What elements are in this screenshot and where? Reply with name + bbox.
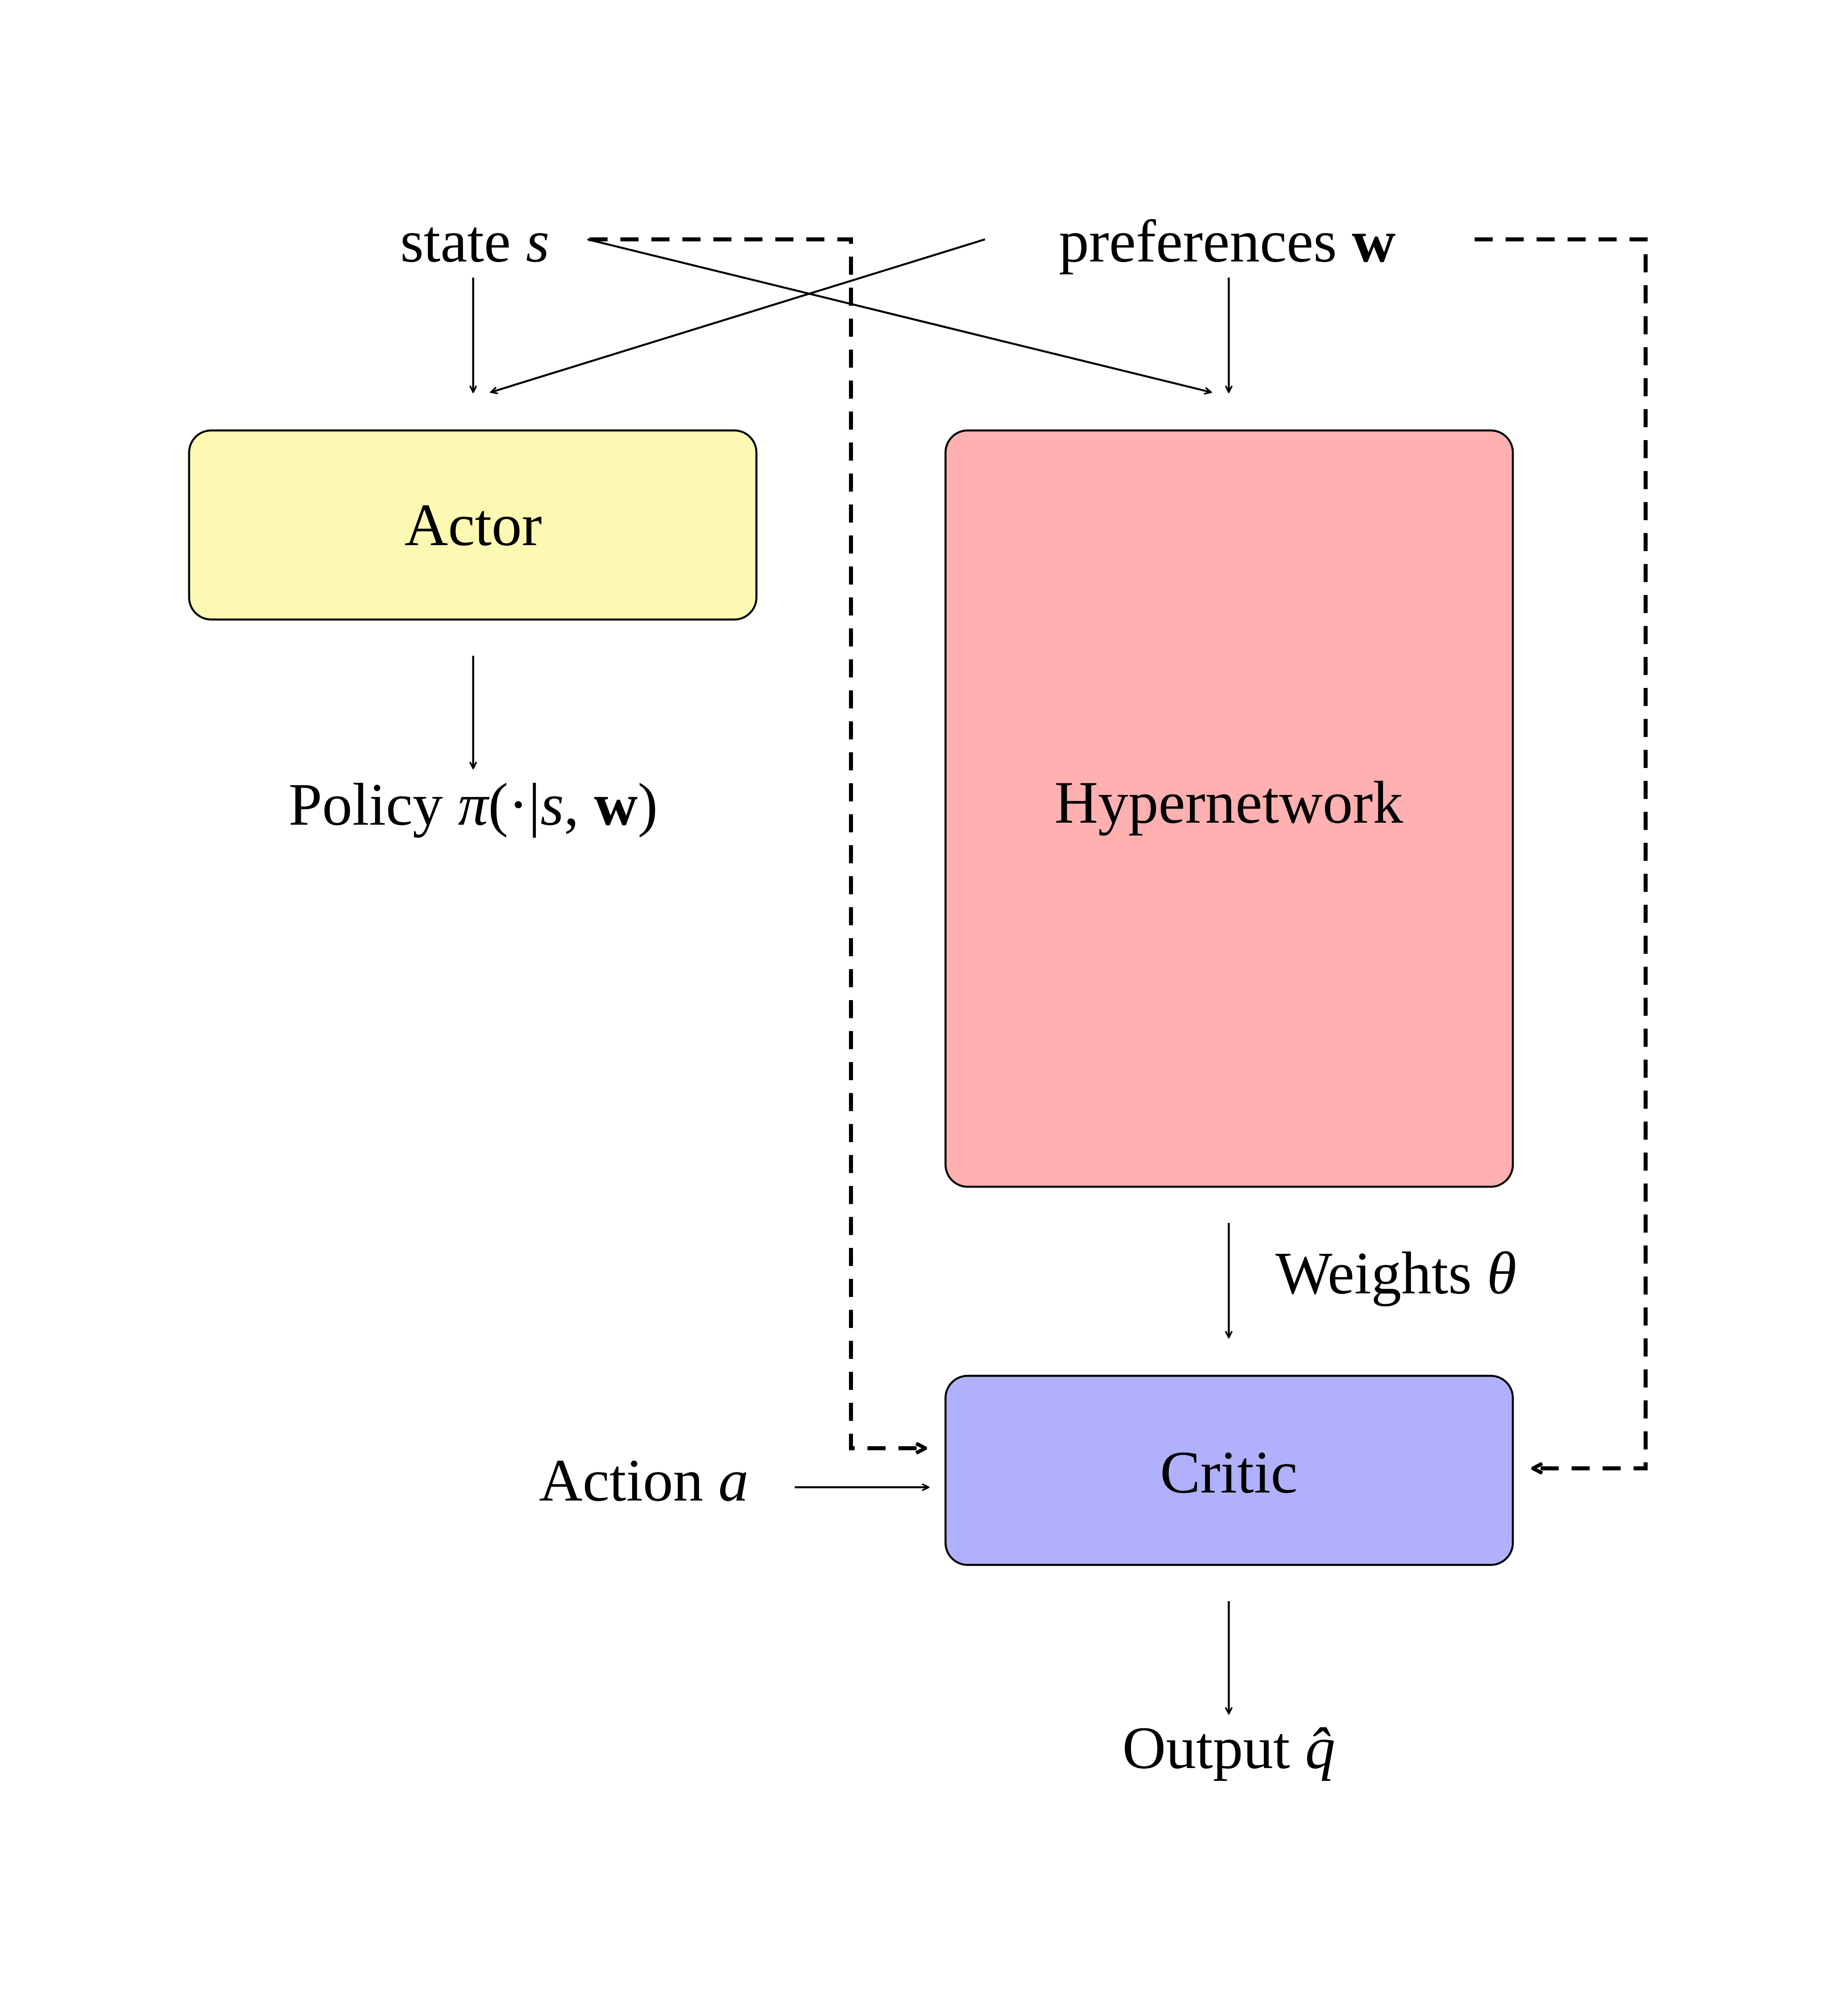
- state-label: state s: [400, 208, 550, 275]
- hypernetwork-box: [944, 429, 1514, 1188]
- weights-label: Weights θ: [1275, 1240, 1516, 1307]
- policy-s: s: [540, 771, 564, 838]
- preferences-symbol: w: [1352, 208, 1395, 275]
- weights-text: Weights: [1275, 1240, 1472, 1307]
- dashed-arrow-state-to-critic: [589, 237, 925, 1448]
- output-label: Output q̂: [1122, 1715, 1335, 1781]
- dashed-arrow-preferences-to-critic: [1475, 237, 1648, 1468]
- critic-box: [944, 1375, 1514, 1566]
- policy-w: w: [594, 771, 638, 838]
- weights-symbol: θ: [1487, 1240, 1516, 1307]
- policy-pi: π: [458, 771, 490, 838]
- action-label: Action a: [539, 1447, 749, 1514]
- state-symbol: s: [526, 208, 549, 275]
- state-text: state: [400, 208, 511, 275]
- output-text: Output: [1122, 1715, 1290, 1781]
- policy-open: (·|: [488, 771, 540, 838]
- policy-label: Policy π(·|s, w): [288, 771, 658, 838]
- policy-text: Policy: [288, 771, 443, 838]
- action-symbol: a: [718, 1447, 748, 1514]
- arrow-preferences-to-actor: [491, 238, 985, 392]
- policy-comma: ,: [564, 771, 594, 838]
- action-text: Action: [539, 1447, 703, 1514]
- hypernetwork-label: Hypernetwork: [1055, 769, 1403, 836]
- critic-label: Critic: [1160, 1439, 1298, 1506]
- actor-box: [188, 429, 758, 621]
- preferences-text: preferences: [1059, 208, 1337, 275]
- policy-close: ): [638, 771, 658, 838]
- preferences-label: preferences w: [1059, 208, 1396, 275]
- output-symbol: q̂: [1305, 1715, 1335, 1781]
- arrow-state-to-hypernetwork: [587, 238, 1211, 392]
- actor-label: Actor: [404, 492, 542, 558]
